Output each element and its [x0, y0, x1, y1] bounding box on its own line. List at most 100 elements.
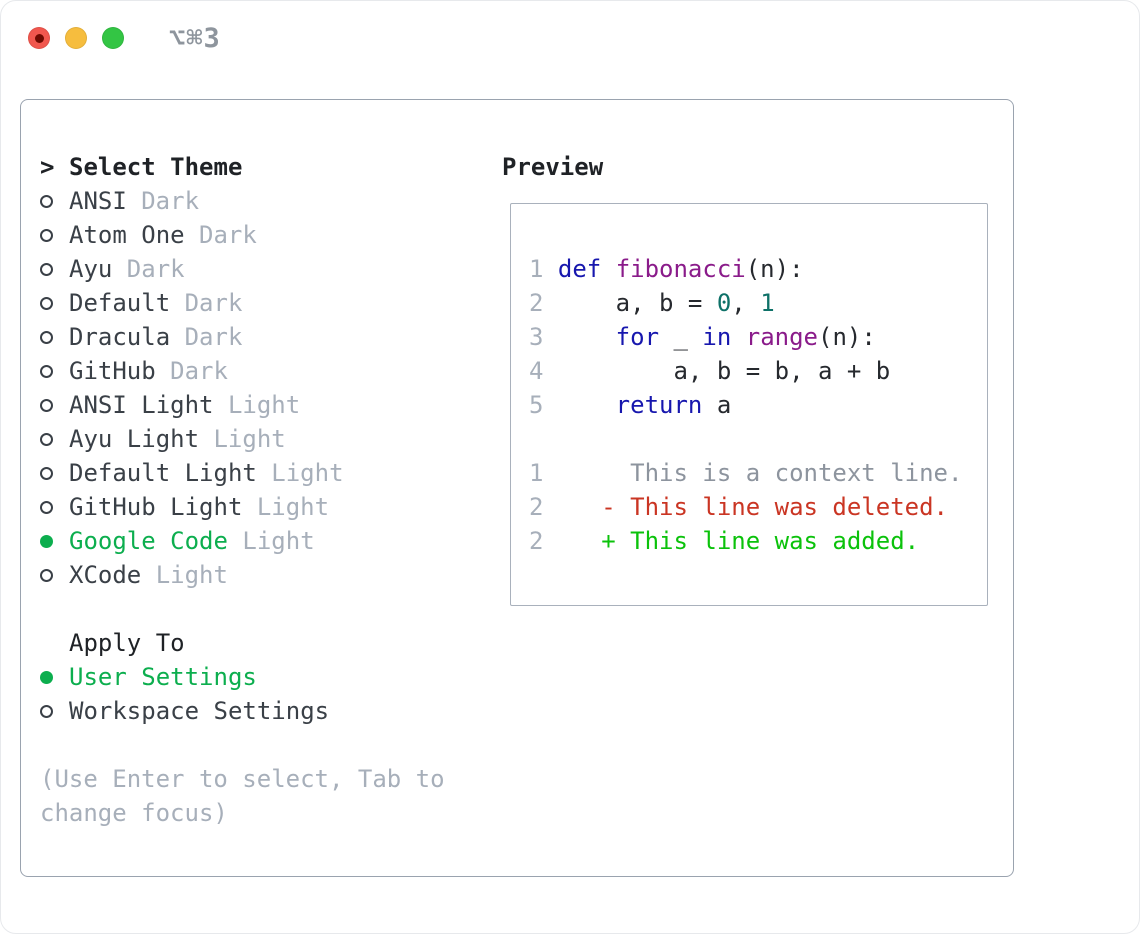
code-token: a: [702, 391, 732, 419]
theme-option-default-light-light[interactable]: Default Light Light: [40, 456, 490, 490]
select-theme-label: Select Theme: [69, 153, 243, 181]
close-dot-icon: [34, 33, 44, 43]
theme-name: Ayu: [69, 255, 113, 283]
radio-selected-icon: [40, 670, 53, 684]
theme-option-atom-one-dark[interactable]: Atom One Dark: [40, 218, 490, 252]
theme-name: Ayu Light: [69, 425, 200, 453]
code-token: 0: [716, 289, 732, 317]
theme-variant: Dark: [199, 221, 257, 249]
radio-selected-icon: [40, 534, 53, 548]
radio-unselected-icon: [40, 194, 53, 208]
radio-gutter: [40, 500, 69, 514]
code-token: def: [557, 255, 602, 283]
diff-content: - This line was deleted.: [557, 493, 949, 521]
theme-variant: Dark: [170, 357, 228, 385]
focus-caret-icon: >: [40, 153, 55, 181]
preview-code: 1 def fibonacci(n): 2 a, b = 0, 1 3 for _ i…: [529, 252, 987, 558]
radio-gutter: [40, 194, 69, 208]
code-content: return a: [558, 391, 732, 419]
code-token: _: [659, 323, 703, 351]
radio-gutter: [40, 228, 69, 242]
code-token: a, b =: [557, 289, 717, 317]
radio-gutter: [40, 534, 69, 548]
radio-unselected-icon: [40, 466, 53, 480]
radio-gutter: [40, 330, 69, 344]
line-number: 4: [529, 357, 544, 385]
line-number: 3: [529, 323, 544, 351]
code-token: for: [615, 323, 660, 351]
theme-name: Atom One: [69, 221, 185, 249]
radio-unselected-icon: [40, 568, 53, 582]
diff-line-deleted: 2 - This line was deleted.: [529, 490, 987, 524]
apply-option-workspace-settings[interactable]: Workspace Settings: [40, 694, 490, 728]
blank-line: [529, 422, 987, 456]
theme-name: Default Light: [69, 459, 257, 487]
code-line: 4 a, b = b, a + b: [529, 354, 987, 388]
radio-unselected-icon: [40, 296, 53, 310]
apply-to-header: Apply To: [40, 626, 490, 660]
theme-name: Dracula: [69, 323, 171, 351]
help-text: (Use Enter to select, Tab to change focu…: [40, 765, 445, 827]
header-gutter: >: [40, 153, 69, 181]
apply-to-label: Apply To: [69, 629, 185, 657]
radio-gutter: [40, 432, 69, 446]
code-token: a, b = b, a + b: [557, 357, 891, 385]
theme-variant: Dark: [184, 323, 243, 351]
gap: [40, 728, 490, 762]
window-shortcut-title: ⌥⌘3: [169, 22, 221, 54]
line-number: 5: [529, 391, 544, 419]
apply-option-user-settings[interactable]: User Settings: [40, 660, 490, 694]
theme-name: ANSI Light: [69, 391, 214, 419]
code-token: fibonacci: [615, 255, 746, 283]
theme-option-ayu-light-light[interactable]: Ayu Light Light: [40, 422, 490, 456]
code-line: 1 def fibonacci(n):: [529, 252, 987, 286]
theme-variant: Light: [271, 459, 344, 487]
radio-gutter: [40, 398, 69, 412]
radio-unselected-icon: [40, 228, 53, 242]
radio-unselected-icon: [40, 432, 53, 446]
radio-gutter: [40, 262, 69, 276]
radio-unselected-icon: [40, 500, 53, 514]
code-token: in: [702, 323, 732, 351]
minimize-button[interactable]: [65, 27, 87, 49]
theme-option-dracula-dark[interactable]: Dracula Dark: [40, 320, 490, 354]
radio-gutter: [40, 364, 69, 378]
code-content: def fibonacci(n):: [558, 255, 804, 283]
code-line: 5 return a: [529, 388, 987, 422]
code-line: 3 for _ in range(n):: [529, 320, 987, 354]
diff-line-context: 1 This is a context line.: [529, 456, 987, 490]
radio-unselected-icon: [40, 398, 53, 412]
code-token: range: [745, 323, 818, 351]
radio-unselected-icon: [40, 704, 53, 718]
code-content: a, b = b, a + b: [558, 357, 890, 385]
theme-variant: Light: [213, 425, 286, 453]
diff-content: + This line was added.: [557, 527, 920, 555]
line-number: 1: [529, 255, 544, 283]
theme-name: ANSI: [69, 187, 127, 215]
theme-name: XCode: [69, 561, 142, 589]
select-theme-header: > Select Theme: [40, 150, 490, 184]
line-number: 2: [529, 493, 544, 521]
code-content: a, b = 0, 1: [558, 289, 775, 317]
theme-variant: Light: [227, 391, 301, 419]
code-token: return: [615, 391, 703, 419]
code-content: for _ in range(n):: [558, 323, 876, 351]
close-button[interactable]: [28, 27, 50, 49]
code-token: [558, 323, 616, 351]
diff-content: This is a context line.: [557, 459, 963, 487]
code-token: [731, 323, 745, 351]
zoom-button[interactable]: [102, 27, 124, 49]
line-number: 1: [529, 459, 544, 487]
radio-unselected-icon: [40, 364, 53, 378]
theme-option-ansi-light-light[interactable]: ANSI Light Light: [40, 388, 490, 422]
